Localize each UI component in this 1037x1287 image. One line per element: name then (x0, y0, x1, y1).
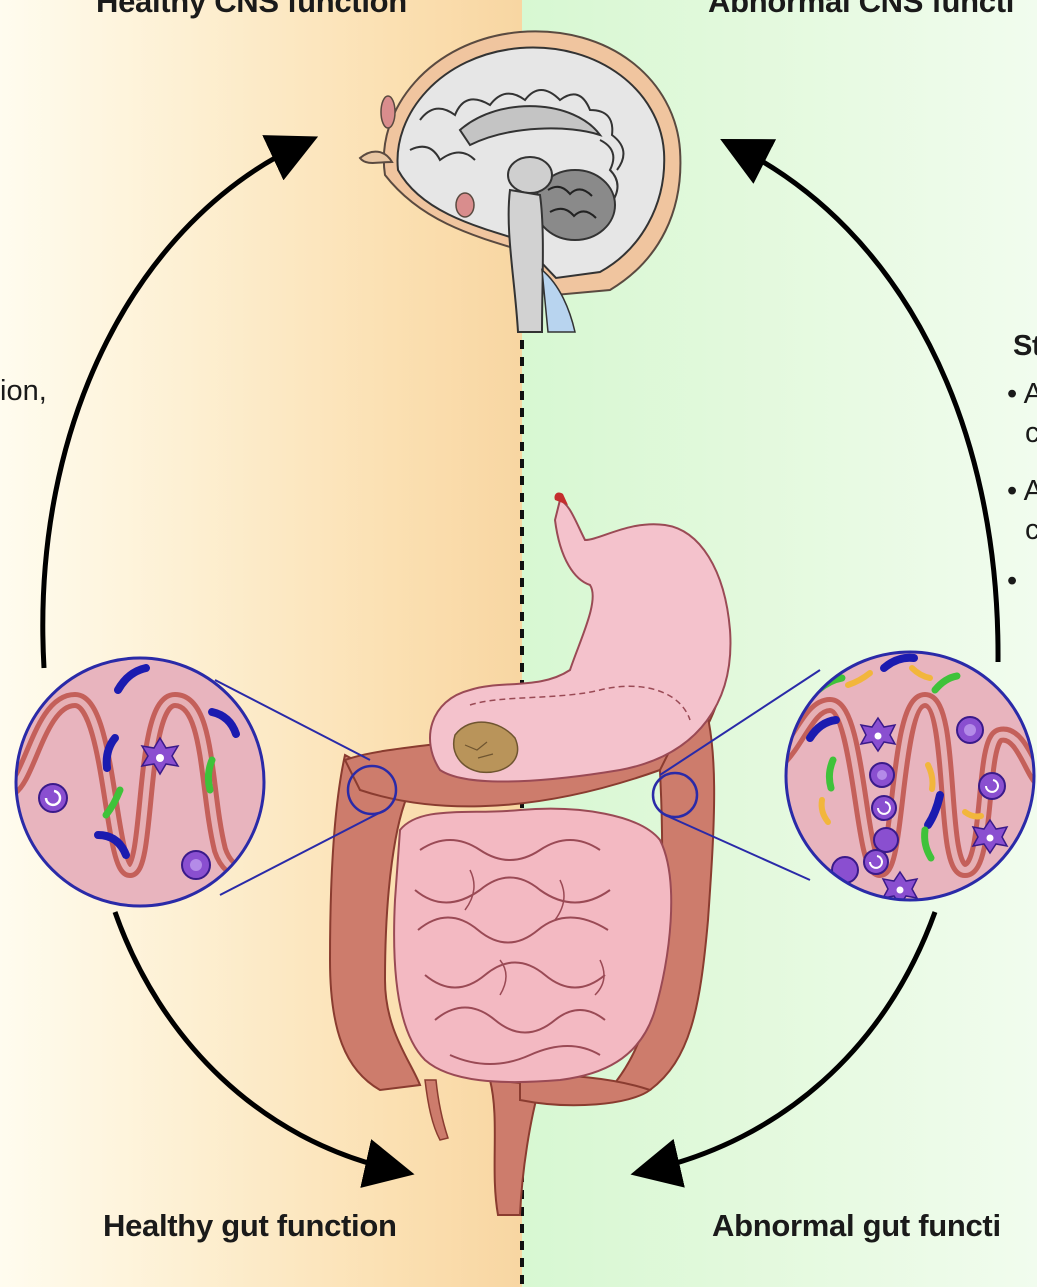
right-bullet-2: • A (1007, 475, 1037, 508)
healthy-cns-label: Healthy CNS function (96, 0, 407, 20)
arrow-gut-to-brain-left (43, 145, 300, 668)
left-partial-text: ion, (0, 375, 47, 408)
right-partial-heading: St (1013, 330, 1037, 363)
right-bullet-1-cont: c (1025, 417, 1037, 450)
abnormal-villi-magnifier-icon (780, 652, 1037, 905)
digestive-tract-icon (330, 493, 730, 1215)
healthy-gut-label: Healthy gut function (103, 1208, 397, 1244)
brain-icon (360, 31, 680, 332)
abnormal-cns-label: Abnormal CNS functi (708, 0, 1014, 20)
right-bullet-2-cont: c (1025, 514, 1037, 547)
right-bullet-1: • A (1007, 378, 1037, 411)
abnormal-gut-label: Abnormal gut functi (712, 1208, 1001, 1244)
right-bullet-3: • (1007, 565, 1017, 598)
healthy-villi-magnifier-icon (10, 658, 270, 906)
arrow-brain-to-gut-right (738, 148, 998, 662)
